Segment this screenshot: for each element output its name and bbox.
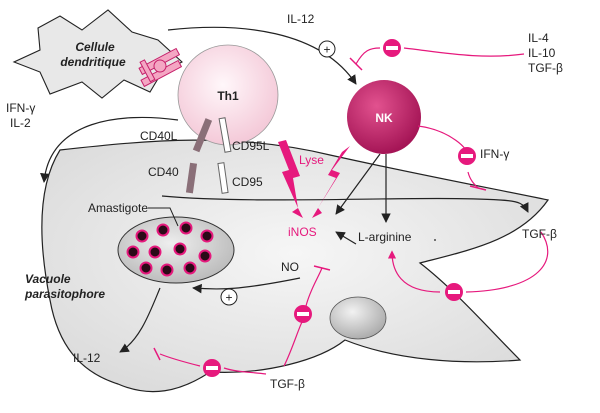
cd40-receptor bbox=[185, 162, 198, 194]
no-label: NO bbox=[281, 260, 299, 274]
minus-circle-no bbox=[294, 305, 312, 323]
il10-label: IL-10 bbox=[528, 46, 556, 60]
il12-bottom-label: IL-12 bbox=[73, 351, 101, 365]
lightning-bolt-right bbox=[318, 146, 350, 208]
amastigotes bbox=[126, 221, 214, 277]
cellule-label-2: dendritique bbox=[60, 55, 126, 69]
larginine-label: L-arginine bbox=[358, 230, 412, 244]
inos-label: iNOS bbox=[288, 225, 317, 239]
tgfb-right-label: TGF-β bbox=[522, 227, 557, 241]
ifng-left-label: IFN-γ bbox=[6, 101, 35, 115]
plus-circle-top: + bbox=[318, 40, 336, 58]
nk-cell bbox=[347, 80, 421, 154]
tgfb-right-top-label: TGF-β bbox=[528, 61, 563, 75]
cellule-label-1: Cellule bbox=[75, 40, 115, 54]
cd40l-receptor bbox=[192, 118, 213, 153]
cd95-label: CD95 bbox=[232, 175, 263, 189]
il12-top-label: IL-12 bbox=[287, 12, 315, 26]
il4-label: IL-4 bbox=[528, 31, 549, 45]
svg-text:+: + bbox=[323, 43, 330, 57]
il2-label: IL-2 bbox=[10, 116, 31, 130]
vacuole-label-1: Vacuole bbox=[25, 272, 71, 286]
macrophage-cell bbox=[41, 139, 550, 393]
inhibition-bars bbox=[153, 57, 487, 361]
nucleus bbox=[329, 296, 387, 340]
activation-arrows bbox=[40, 26, 529, 353]
bolt-tip-left bbox=[292, 208, 303, 218]
vacuole-label-2: parasitophore bbox=[24, 287, 105, 301]
cd40l-label: CD40L bbox=[140, 129, 178, 143]
amastigote-pointer bbox=[148, 207, 179, 227]
cd40-label: CD40 bbox=[148, 165, 179, 179]
minus-circle-tgfb-right bbox=[445, 283, 463, 301]
lightning-bolt-left bbox=[278, 140, 300, 208]
cd95l-label: CD95L bbox=[232, 139, 270, 153]
th1-label: Th1 bbox=[217, 89, 239, 103]
synapse-receptors bbox=[138, 47, 183, 88]
cd95-receptor bbox=[217, 162, 229, 194]
amastigote-label: Amastigote bbox=[88, 201, 148, 215]
ifng-right-label: IFN-γ bbox=[480, 147, 509, 161]
minus-circle-ifng bbox=[458, 147, 476, 165]
bolt-tip-right bbox=[312, 208, 322, 218]
minus-circle-top bbox=[383, 39, 401, 57]
minus-circle-il12 bbox=[203, 359, 221, 377]
dendritic-cell bbox=[12, 9, 183, 99]
lyse-label: Lyse bbox=[299, 153, 324, 167]
cd95l-receptor bbox=[218, 117, 232, 153]
svg-text:+: + bbox=[225, 291, 232, 305]
nk-label: NK bbox=[375, 111, 393, 125]
plus-circle-bottom: + bbox=[220, 288, 238, 306]
tgfb-bottom-label: TGF-β bbox=[270, 377, 305, 391]
